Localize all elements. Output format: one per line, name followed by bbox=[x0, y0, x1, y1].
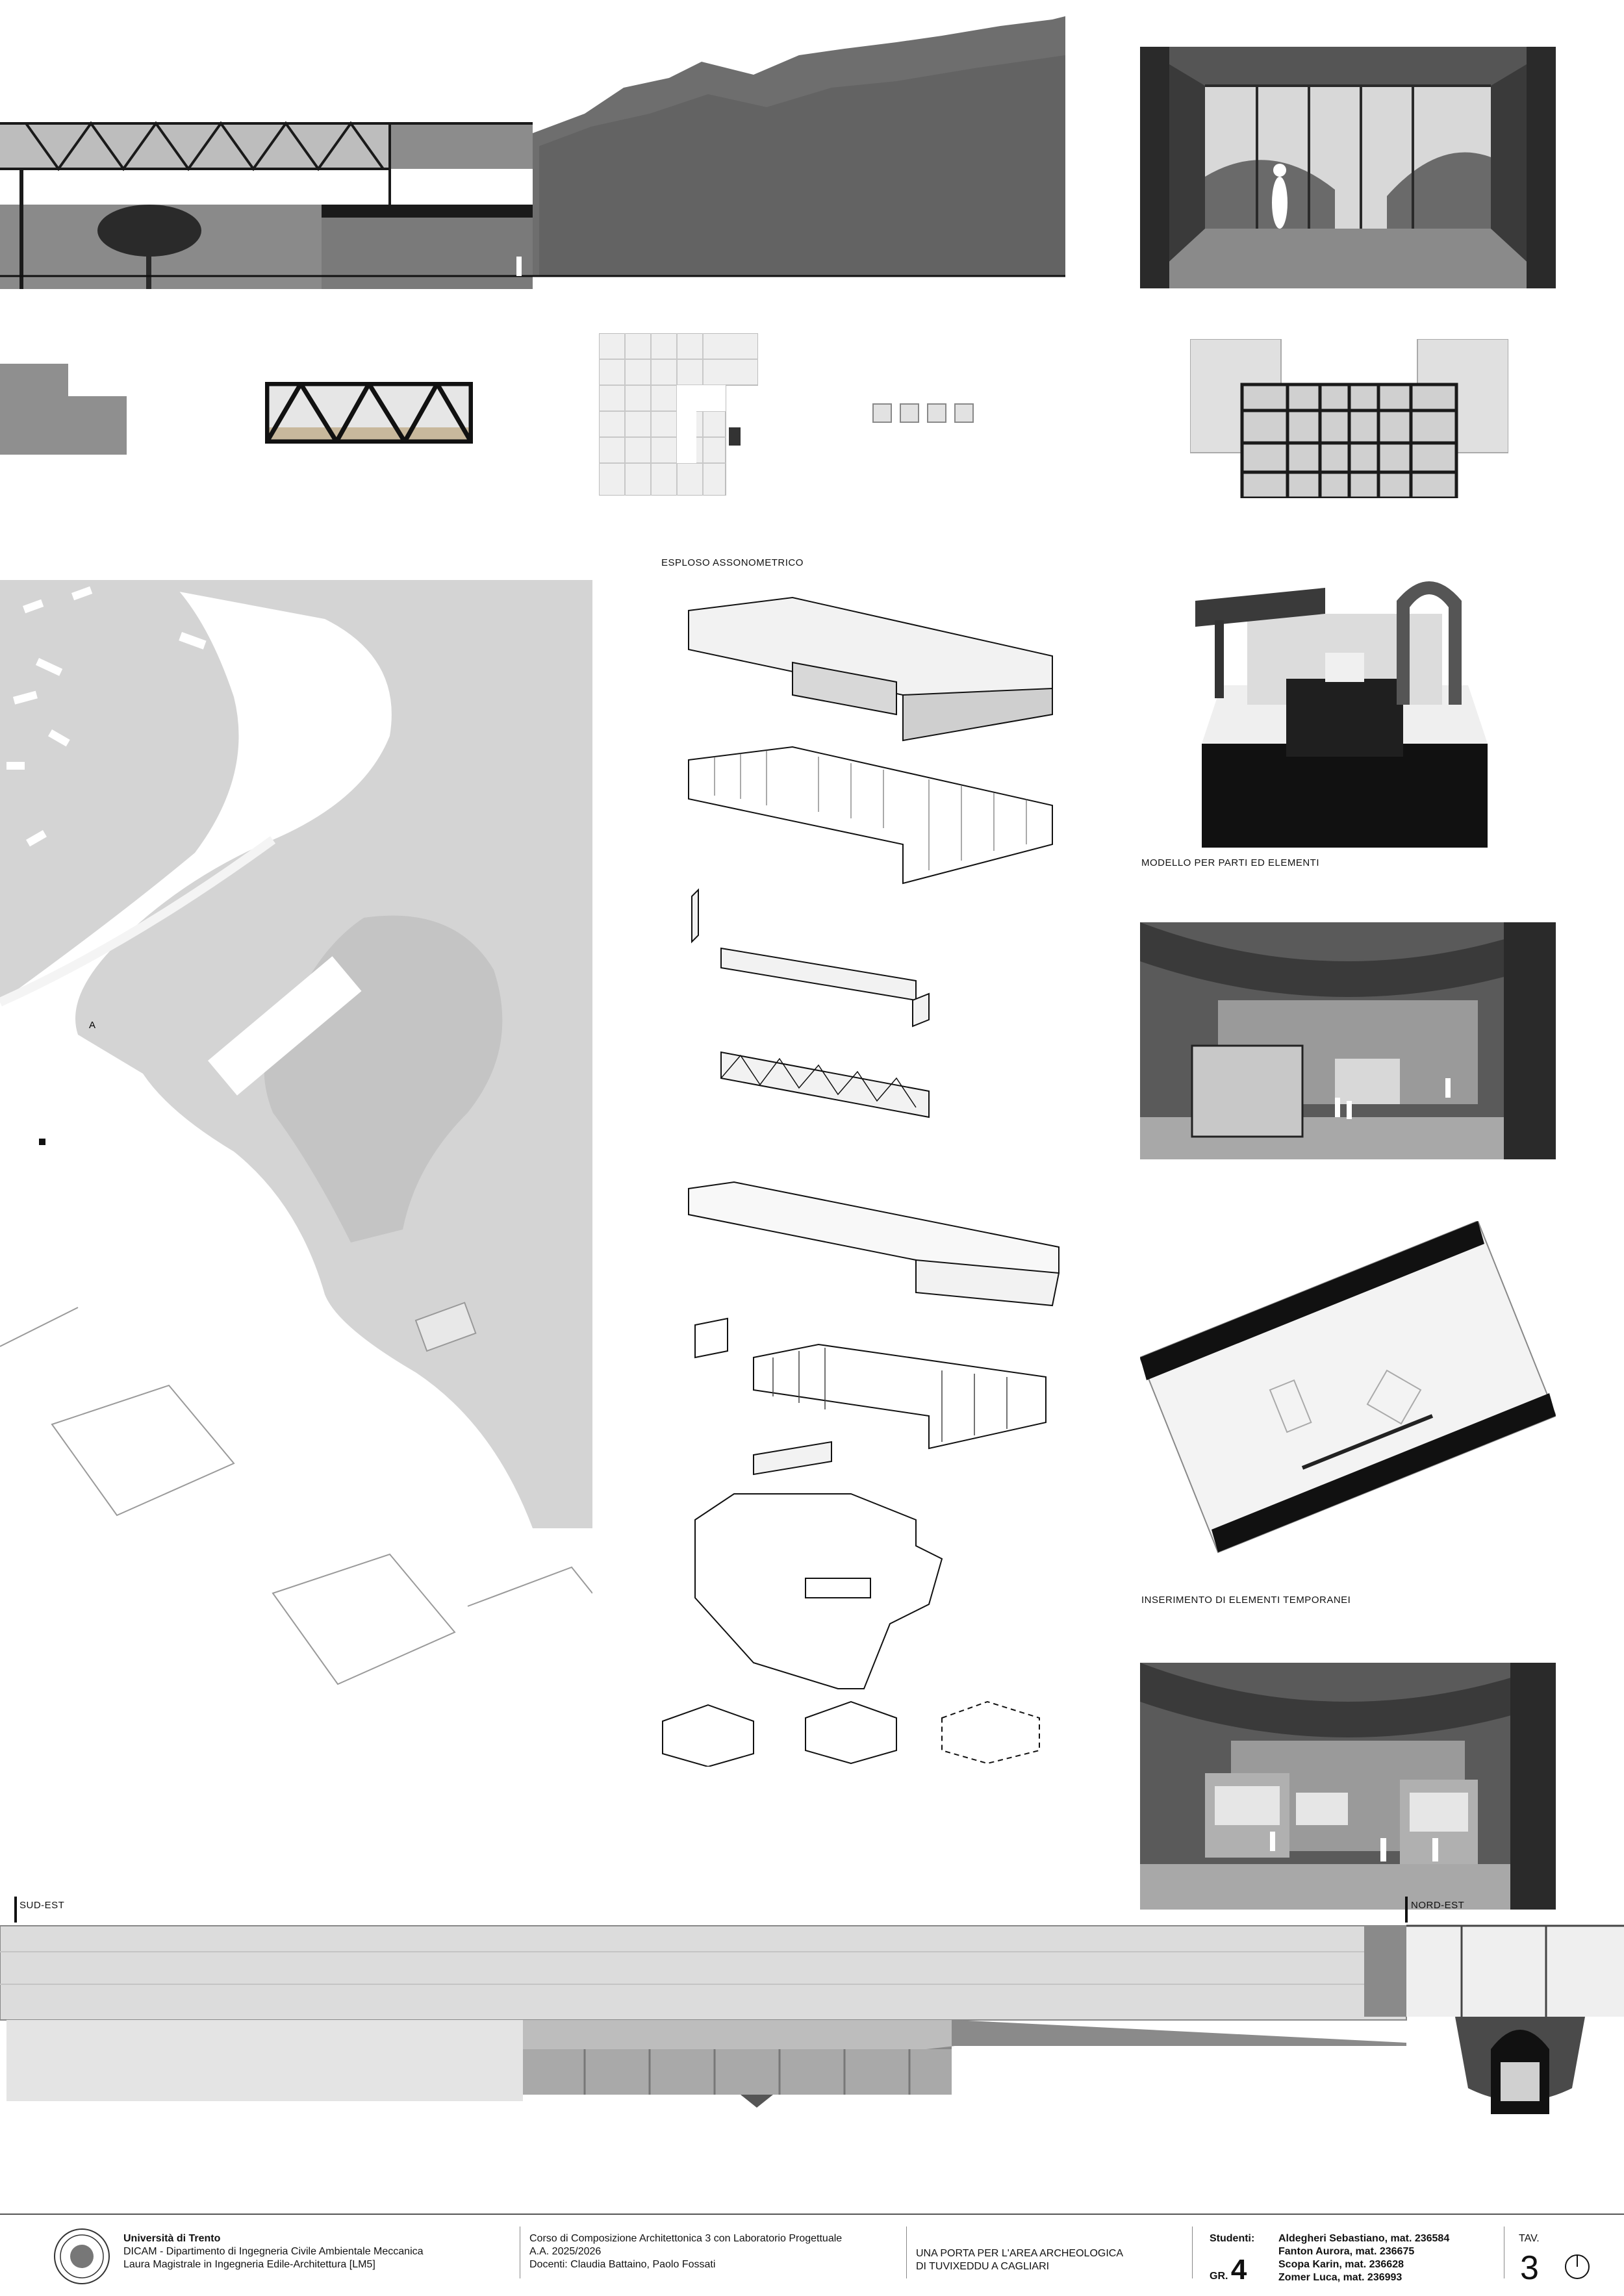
interior-render-top bbox=[1140, 47, 1556, 288]
section-right-marker bbox=[1405, 1897, 1408, 1923]
university-seal bbox=[53, 2228, 110, 2285]
plan-temporary-elements bbox=[1140, 1221, 1556, 1559]
student-item: Aldegheri Sebastiano, mat. 236584 bbox=[1278, 2233, 1450, 2244]
student-item: Scopa Karin, mat. 236628 bbox=[1278, 2259, 1404, 2270]
facade-element bbox=[1190, 339, 1508, 498]
massing-block bbox=[0, 364, 127, 455]
students-list: Aldegheri Sebastiano, mat. 236584 Fanton… bbox=[1278, 2232, 1449, 2284]
plan-grid bbox=[599, 333, 758, 496]
student-item: Zomer Luca, mat. 236993 bbox=[1278, 2272, 1402, 2283]
divider-2 bbox=[906, 2227, 907, 2278]
university-name: Università di Trento bbox=[123, 2233, 221, 2244]
sheet-number: 3 bbox=[1520, 2249, 1539, 2287]
exploded-axonometry bbox=[656, 585, 1072, 1767]
project-title-line2: DI TUVIXEDDU A CAGLIARI bbox=[916, 2261, 1050, 2272]
course-name: Corso di Composizione Architettonica 3 c… bbox=[529, 2233, 843, 2244]
section-left-label: SUD-EST bbox=[19, 1900, 65, 1911]
group-block: GR. 4 bbox=[1210, 2254, 1247, 2286]
site-plan: A bbox=[0, 580, 592, 1750]
interior-render-hall bbox=[1140, 922, 1556, 1159]
student-item: Fanton Aurora, mat. 236675 bbox=[1278, 2246, 1415, 2257]
footer-project: UNA PORTA PER L'AREA ARCHEOLOGICA DI TUV… bbox=[916, 2247, 1123, 2273]
interior-render-exhibition bbox=[1140, 1663, 1556, 1910]
top-elevation bbox=[0, 16, 1065, 289]
sheet-label: TAV. bbox=[1519, 2233, 1540, 2244]
footer-course: Corso di Composizione Architettonica 3 c… bbox=[529, 2232, 842, 2271]
footer-rule bbox=[0, 2214, 1624, 2215]
long-section bbox=[0, 1919, 1624, 2134]
degree-name: Laura Magistrale in Ingegneria Edile-Arc… bbox=[123, 2259, 375, 2270]
project-title-line1: UNA PORTA PER L'AREA ARCHEOLOGICA bbox=[916, 2248, 1124, 2259]
section-left-marker bbox=[14, 1897, 17, 1923]
teachers: Docenti: Claudia Battaino, Paolo Fossati bbox=[529, 2259, 716, 2270]
group-label: GR. bbox=[1210, 2271, 1228, 2282]
truss-element bbox=[265, 382, 473, 444]
small-modules bbox=[872, 403, 976, 425]
academic-year: A.A. 2025/2026 bbox=[529, 2246, 602, 2257]
students-label: Studenti: bbox=[1210, 2233, 1255, 2244]
group-number: 4 bbox=[1230, 2254, 1247, 2286]
north-arrow-icon bbox=[1564, 2254, 1590, 2280]
department-name: DICAM - Dipartimento di Ingegneria Civil… bbox=[123, 2246, 424, 2257]
section-right-label: NORD-EST bbox=[1411, 1900, 1465, 1911]
site-label: A bbox=[89, 1020, 95, 1031]
model-caption: MODELLO PER PARTI ED ELEMENTI bbox=[1141, 857, 1320, 868]
temporary-caption: INSERIMENTO DI ELEMENTI TEMPORANEI bbox=[1141, 1595, 1351, 1606]
exploded-caption: ESPLOSO ASSONOMETRICO bbox=[661, 557, 804, 568]
physical-model bbox=[1195, 562, 1494, 848]
footer-university: Università di Trento DICAM - Dipartiment… bbox=[123, 2232, 424, 2271]
divider-3 bbox=[1192, 2227, 1193, 2278]
